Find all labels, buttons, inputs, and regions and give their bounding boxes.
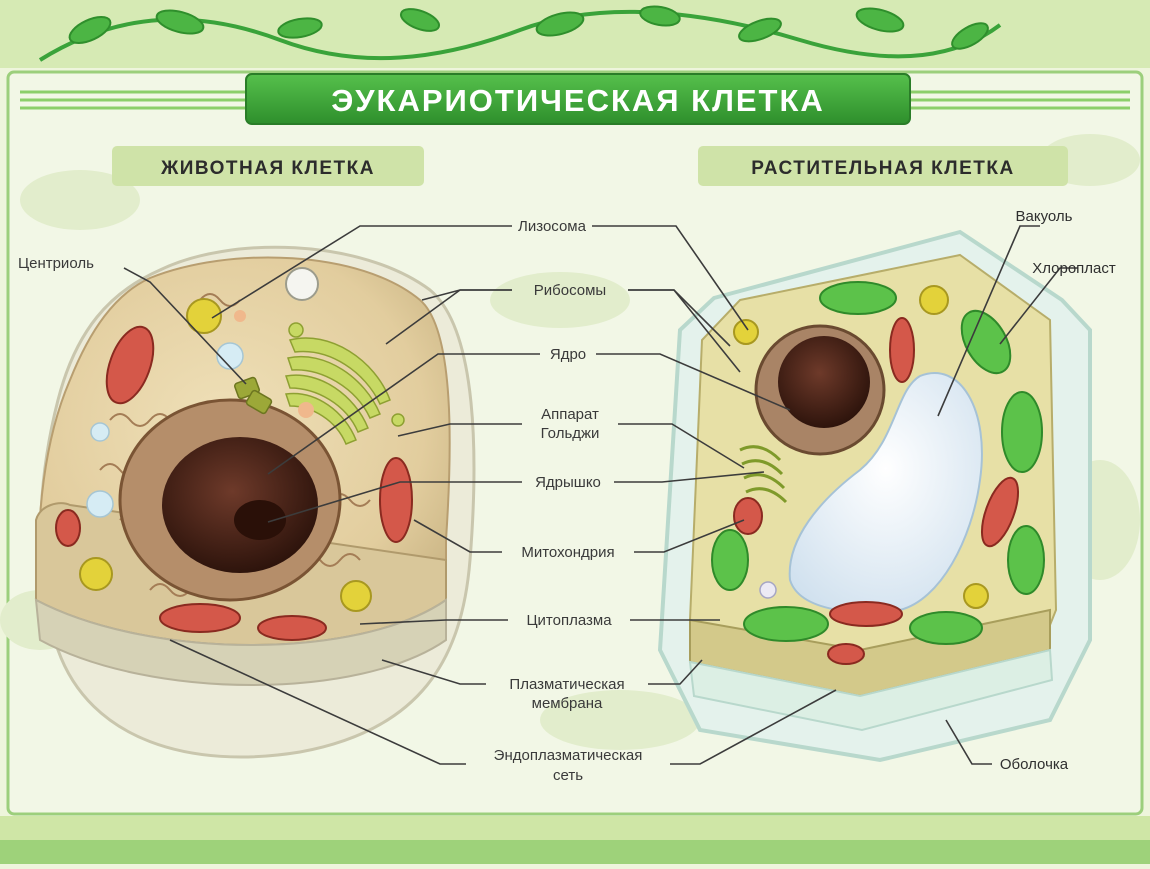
label-vacuole: Вакуоль [1016, 208, 1073, 225]
animal-nucleolus [234, 500, 286, 540]
label-plasma-membrane-line1: Плазматическая [509, 676, 624, 693]
label-cell-wall: Оболочка [1000, 756, 1069, 773]
label-lysosome: Лизосома [518, 218, 587, 235]
label-cytoplasm: Цитоплазма [526, 612, 612, 629]
animal-nucleus [162, 437, 318, 573]
vine-decoration [38, 5, 1002, 62]
label-er-line1: Эндоплазматическая [494, 747, 643, 764]
plant-cell [657, 229, 1092, 763]
label-plasma-membrane-line2: мембрана [532, 695, 603, 712]
plant-vesicles [733, 285, 989, 609]
animal-cell-title: ЖИВОТНАЯ КЛЕТКА [160, 158, 375, 179]
label-nucleolus: Ядрышко [535, 474, 601, 491]
labels: Центриоль Лизосома Рибосомы Ядро Аппарат… [18, 208, 1116, 784]
animal-cell-banner: ЖИВОТНАЯ КЛЕТКА [112, 146, 424, 186]
bottom-stripe [0, 840, 1150, 864]
label-mitochondria: Митохондрия [521, 544, 614, 561]
plant-cell-banner: РАСТИТЕЛЬНАЯ КЛЕТКА [698, 146, 1068, 186]
label-golgi-line1: Аппарат [541, 406, 599, 423]
page-title: ЭУКАРИОТИЧЕСКАЯ КЛЕТКА [331, 83, 825, 118]
plant-nucleus [778, 336, 870, 428]
label-centriole: Центриоль [18, 255, 94, 272]
label-chloroplast: Хлоропласт [1032, 260, 1116, 277]
label-ribosomes: Рибосомы [534, 282, 606, 299]
label-golgi-line2: Гольджи [541, 425, 600, 442]
main-banner: ЭУКАРИОТИЧЕСКАЯ КЛЕТКА [20, 73, 1130, 125]
label-nucleus: Ядро [550, 346, 586, 363]
label-er-line2: сеть [553, 767, 583, 784]
plant-golgi [739, 445, 788, 504]
leader-lines [123, 225, 1078, 765]
plant-mitochondria [733, 317, 1020, 665]
animal-cell [34, 245, 476, 759]
plant-chloroplasts [711, 281, 1045, 645]
plant-cell-title: РАСТИТЕЛЬНАЯ КЛЕТКА [751, 158, 1014, 179]
animal-mitochondria [55, 325, 413, 641]
animal-golgi [285, 322, 405, 445]
animal-centriole [234, 376, 273, 415]
animal-vesicles [79, 267, 372, 612]
